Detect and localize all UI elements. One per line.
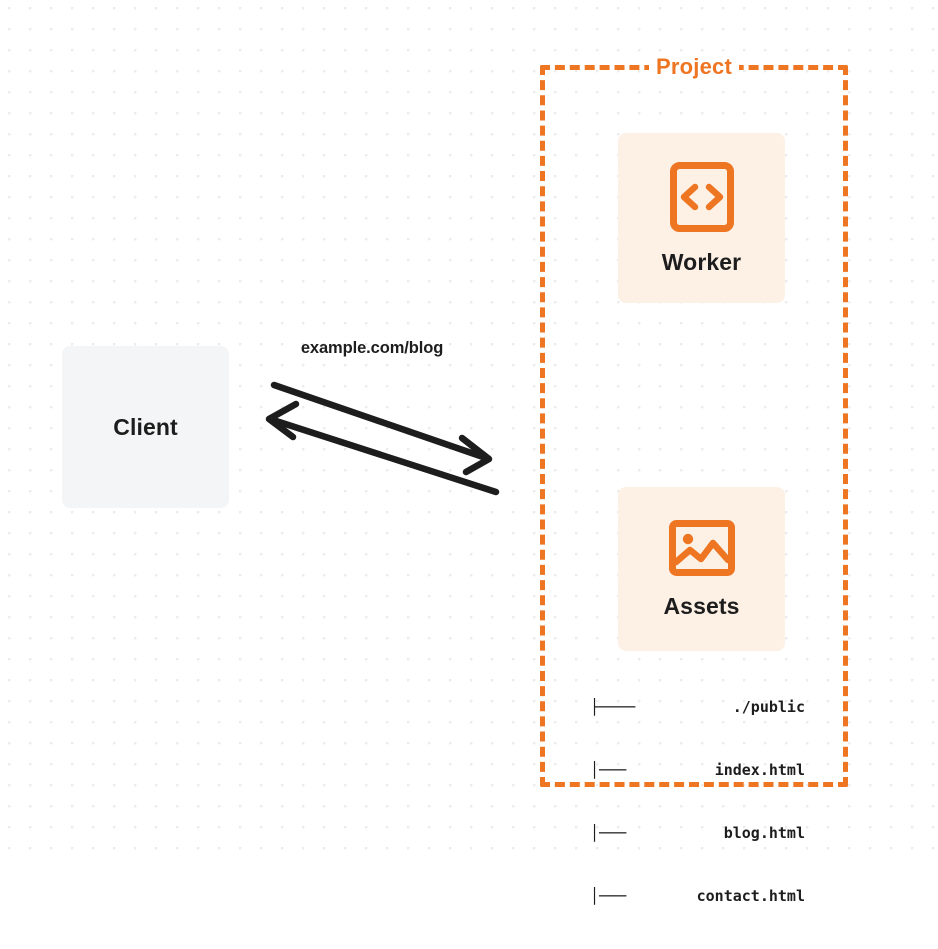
tree-item-label: index.html [714,761,805,779]
file-tree-row: ├──── ./public [590,697,805,718]
node-client-label: Client [113,413,178,440]
tree-branch-glyph: │─── [590,887,627,905]
tree-branch-glyph: │─── [590,824,627,842]
node-assets[interactable]: Assets [618,487,785,651]
tree-item-label: blog.html [723,824,805,842]
tree-branch-glyph: ├──── [590,698,636,716]
connection-client-project: example.com/blog [248,330,516,515]
connection-label: example.com/blog [300,339,444,357]
file-tree-row: │─── contact.html [590,886,805,907]
group-project-label: Project [649,54,739,80]
file-tree-row: │─── blog.html [590,823,805,844]
group-project: Project Worker Assets [540,54,848,905]
assets-file-tree: ├──── ./public │─── index.html │─── blog… [590,655,805,949]
tree-item-label: contact.html [696,887,805,905]
image-icon [668,519,736,577]
tree-branch-glyph: │─── [590,761,627,779]
tree-item-label: ./public [732,698,805,716]
node-client[interactable]: Client [62,346,229,508]
node-assets-label: Assets [663,592,740,619]
code-brackets-icon [669,161,735,233]
file-tree-row: │─── index.html [590,760,805,781]
node-worker[interactable]: Worker [618,133,785,303]
diagram-canvas: Client example.com/blog Project [0,0,938,905]
node-worker-label: Worker [661,248,742,275]
bidirectional-arrows-icon [265,381,500,496]
